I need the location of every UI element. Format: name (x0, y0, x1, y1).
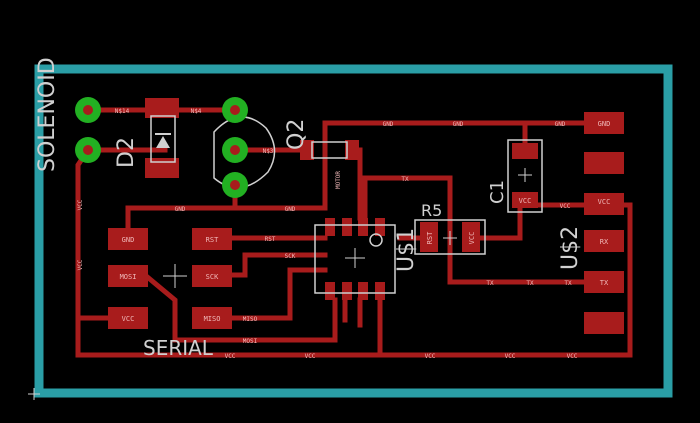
pad-u2-6[interactable] (584, 312, 624, 334)
pad-label-r5-rst: RST (426, 231, 434, 244)
u1-ic[interactable] (314, 218, 396, 300)
c1-pad-top[interactable] (512, 143, 538, 159)
net-label-vcc-2: VCC (305, 353, 316, 360)
r5-pad-2[interactable] (462, 222, 480, 252)
net-label-rst: RST (265, 236, 276, 243)
pad-label-rst: RST (206, 236, 219, 244)
label-c1: C1 (487, 180, 508, 204)
net-label-n14: N$14 (115, 108, 130, 115)
pad-label-miso: MISO (204, 315, 221, 323)
net-label-miso: MISO (243, 316, 258, 323)
d2-body (150, 115, 176, 163)
pad-label-sck: SCK (206, 273, 219, 281)
pad-gnd-right[interactable] (584, 112, 624, 134)
pad-rx[interactable] (584, 230, 624, 252)
net-label-tx-2: TX (486, 280, 494, 287)
net-label-vcc-6: VCC (560, 203, 571, 210)
net-label-vcc-1: VCC (225, 353, 236, 360)
net-label-gnd-2: GND (285, 206, 296, 213)
pad-miso[interactable] (192, 307, 232, 329)
net-label-vcc-3: VCC (425, 353, 436, 360)
pad-label-rx: RX (600, 238, 609, 246)
net-label-gnd-4: GND (453, 121, 464, 128)
r-q2-pad-1[interactable] (300, 140, 314, 160)
r-q2-pad-2[interactable] (345, 140, 359, 160)
d2-symbol (156, 136, 170, 148)
pad-gnd-left[interactable] (108, 228, 148, 250)
pad-label-gnd-right: GND (598, 120, 611, 128)
label-u2: U$2 (558, 226, 583, 270)
r5-pad-1[interactable] (420, 222, 438, 252)
net-label-tx-3: TX (526, 280, 534, 287)
net-label-n3: N$3 (263, 148, 274, 155)
net-label-mosi: MOSI (243, 338, 258, 345)
label-u1: U$1 (394, 228, 419, 272)
pad-sck[interactable] (192, 265, 232, 287)
pad-vcc-left[interactable] (108, 307, 148, 329)
pad-label-c1-vcc: VCC (519, 197, 532, 205)
d2-pad-bottom[interactable] (145, 158, 179, 178)
net-label-vcc-5: VCC (567, 353, 578, 360)
net-label-vcc-8: VCC (77, 259, 84, 270)
copper-traces (75, 107, 633, 358)
pad-label-vcc-right: VCC (598, 198, 611, 206)
pad-label-gnd-left: GND (122, 236, 135, 244)
net-label-gnd-1: GND (175, 206, 186, 213)
pad-label-r5-vcc: VCC (468, 232, 476, 245)
pad-mosi[interactable] (108, 265, 148, 287)
label-r5: R5 (421, 201, 442, 220)
label-q2: Q2 (284, 119, 309, 150)
pad-label-vcc-left: VCC (122, 315, 135, 323)
net-label-motor: MOTOR (335, 171, 342, 189)
c1-pad-bottom[interactable] (512, 192, 538, 208)
pad-label-tx: TX (600, 279, 609, 287)
net-label-sck: SCK (285, 253, 296, 260)
pad-label-mosi: MOSI (120, 273, 137, 281)
label-serial: SERIAL (143, 336, 214, 360)
label-d2: D2 (114, 137, 139, 168)
pad-vcc-right[interactable] (584, 193, 624, 215)
through-hole-pads (75, 97, 248, 198)
net-label-vcc-4: VCC (505, 353, 516, 360)
net-label-gnd-3: GND (383, 121, 394, 128)
d2-pad-top[interactable] (145, 98, 179, 118)
pad-rst[interactable] (192, 228, 232, 250)
origin-cross (28, 388, 40, 400)
pad-u2-2[interactable] (584, 152, 624, 174)
net-label-n4: N$4 (191, 108, 202, 115)
pad-tx[interactable] (584, 271, 624, 293)
board-outline (34, 64, 673, 398)
net-label-tx-4: TX (564, 280, 572, 287)
label-solenoid: SOLENOID (35, 57, 60, 172)
net-label-vcc-7: VCC (77, 199, 84, 210)
net-label-gnd-5: GND (555, 121, 566, 128)
net-label-tx-1: TX (401, 176, 409, 183)
